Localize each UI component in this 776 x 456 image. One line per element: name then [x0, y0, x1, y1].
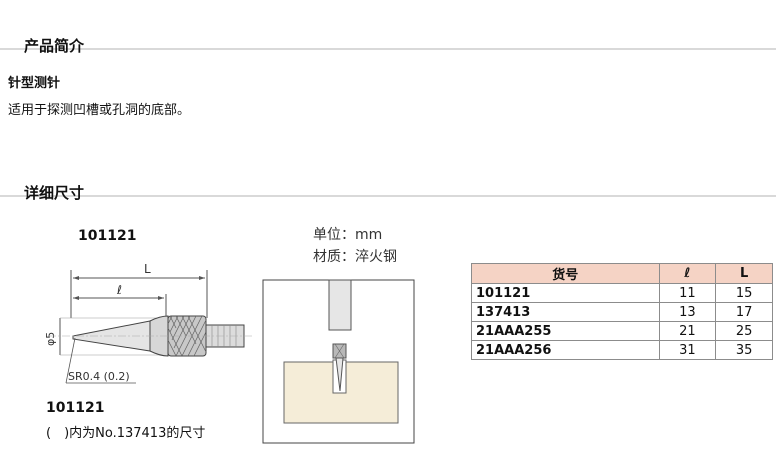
product-name: 针型测针: [8, 76, 61, 91]
table-header-L: L: [715, 263, 773, 284]
material-label: 材质：淬火钢: [313, 249, 397, 265]
table-header-code: 货号: [471, 263, 660, 284]
sr-leader-line: [65, 337, 76, 384]
table-header-row: 货号 ℓ L: [471, 263, 773, 284]
dimension-table: 货号 ℓ L 101121 11 15 137413 13 17 21AAA25…: [471, 263, 773, 360]
table-cell-code: 21AAA256: [471, 340, 660, 360]
table-cell-L: 35: [715, 340, 773, 360]
drawing-note: ( )内为No.137413的尺寸: [46, 426, 206, 441]
table-cell-code: 21AAA255: [471, 321, 660, 341]
table-cell-l: 11: [658, 283, 717, 303]
table-cell-l: 21: [658, 321, 717, 341]
table-row: 101121 11 15: [471, 283, 773, 303]
table-cell-l: 13: [658, 302, 717, 322]
product-description: 适用于探测凹槽或孔洞的底部。: [8, 103, 191, 118]
table-cell-L: 25: [715, 321, 773, 341]
section-header-dimensions: 详细尺寸: [0, 157, 776, 202]
illustration-probe-shaft: [328, 279, 352, 331]
table-header-l: ℓ: [658, 263, 717, 284]
table-cell-L: 17: [715, 302, 773, 322]
illustration-probe-tip: [335, 357, 344, 392]
dim-diameter-label: φ5: [44, 332, 57, 346]
table-row: 137413 13 17: [471, 302, 773, 322]
stylus-shoulder: [149, 315, 169, 357]
dim-sr-label: SR0.4 (0.2): [68, 370, 130, 383]
section-title-dimensions: 详细尺寸: [24, 184, 85, 202]
table-cell-l: 31: [658, 340, 717, 360]
dim-l-label: ℓ: [116, 283, 122, 297]
table-row: 21AAA255 21 25: [471, 321, 773, 341]
section-title-intro: 产品简介: [24, 37, 85, 55]
drawing-model-number-bottom: 101121: [46, 400, 105, 416]
drawing-model-number-top: 101121: [78, 228, 137, 244]
dim-L-label: L: [144, 262, 151, 276]
table-cell-L: 15: [715, 283, 773, 303]
table-row: 21AAA256 31 35: [471, 340, 773, 360]
unit-label: 单位：mm: [313, 227, 383, 243]
table-cell-code: 137413: [471, 302, 660, 322]
section-header-intro: 产品简介: [0, 10, 776, 55]
table-cell-code: 101121: [471, 283, 660, 303]
